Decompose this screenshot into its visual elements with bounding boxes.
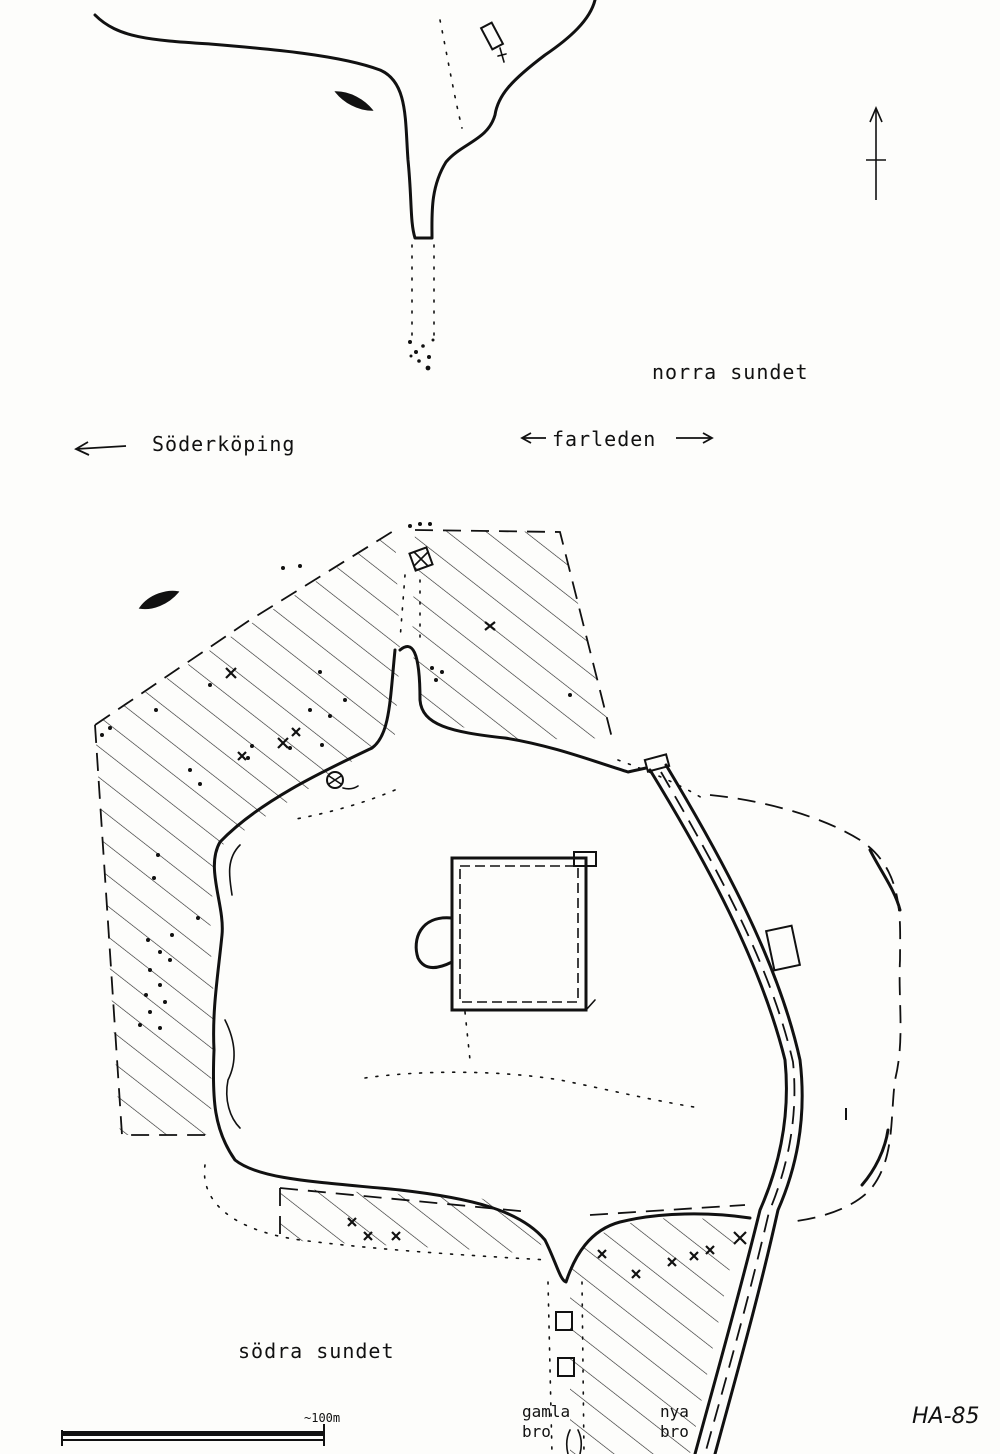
eastern-shoreline <box>709 794 902 1223</box>
building-north-icon <box>479 21 507 63</box>
boat-north-icon <box>334 91 374 111</box>
finds-dots <box>100 522 572 1030</box>
hatched-area-south <box>279 1187 545 1255</box>
label-gamla-bro-line1: gamla <box>522 1402 571 1421</box>
hatched-area-northeast <box>412 529 613 740</box>
causeway <box>643 753 804 1454</box>
castle-ruin <box>414 851 597 1061</box>
label-scale: ~100m <box>304 1411 341 1425</box>
arrow-left-icon <box>74 441 127 456</box>
structure-north-channel <box>399 546 434 641</box>
label-nya-bro-line1: nya <box>660 1402 689 1421</box>
boat-south-icon <box>138 590 180 610</box>
label-nya-bro-line2: bro <box>660 1422 689 1441</box>
label-sodra-sundet: södra sundet <box>238 1339 395 1363</box>
label-nya-bro: nya bro <box>660 1402 689 1442</box>
structure-west-shore <box>326 771 359 790</box>
label-norra-sundet: norra sundet <box>652 360 809 384</box>
island-shoreline <box>203 645 752 1284</box>
farleden-arrow-left-icon <box>520 432 546 444</box>
hatched-area-west <box>94 529 400 1136</box>
north-arrow-icon <box>866 105 886 200</box>
label-soderkoping: Söderköping <box>152 432 296 456</box>
finds-crosses <box>225 621 747 1279</box>
label-gamla-bro: gamla bro <box>522 1402 570 1442</box>
arrow-right-icon <box>676 432 714 444</box>
hatched-area-southeast <box>570 1204 746 1454</box>
northern-shoreline <box>93 0 597 336</box>
stones-north <box>408 338 435 371</box>
scale-bar <box>61 1424 325 1446</box>
south-channel <box>547 1281 585 1454</box>
label-gamla-bro-line2: bro <box>522 1422 551 1441</box>
signature: HA-85 <box>912 1404 980 1429</box>
label-farleden: farleden <box>552 427 657 451</box>
